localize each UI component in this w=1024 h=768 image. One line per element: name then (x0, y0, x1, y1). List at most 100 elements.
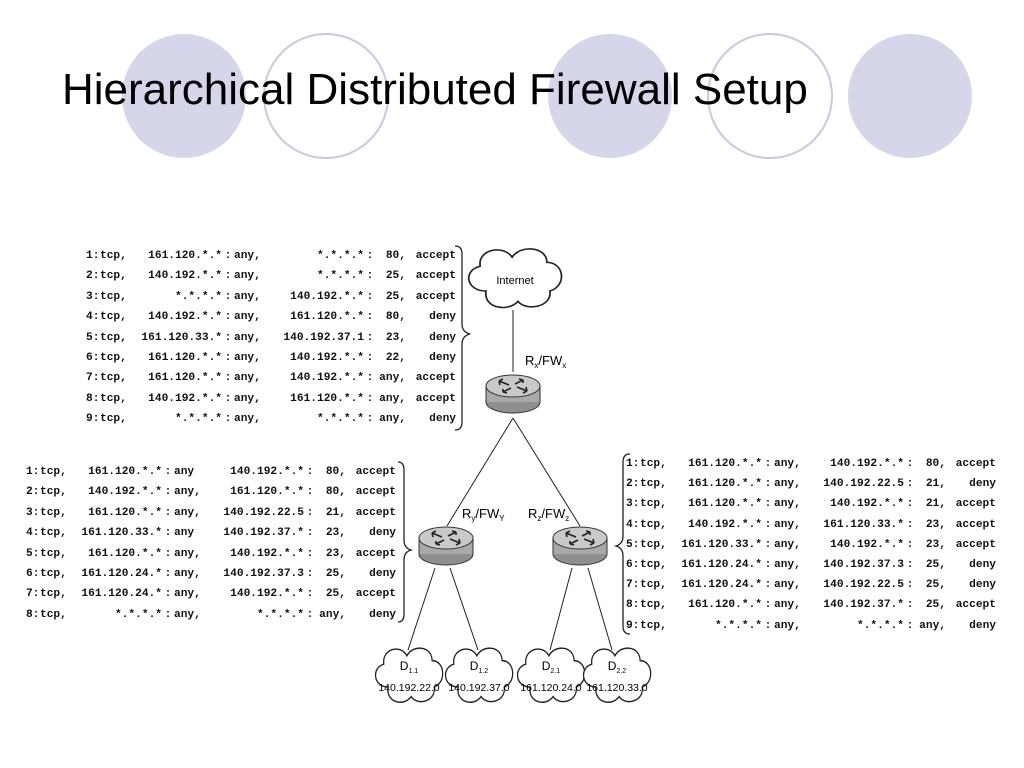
firewall-rule-row: 8:tcp,161.120.*.*:any,140.192.37.*:25,ac… (626, 595, 996, 615)
rule-sport: any, (774, 579, 801, 592)
rule-proto: tcp, (40, 547, 67, 560)
rule-proto: tcp, (100, 392, 127, 405)
rule-proto: tcp, (40, 466, 67, 478)
rule-separator: : (764, 558, 772, 571)
rule-sport: any, (234, 351, 261, 364)
rule-src: 161.120.*.* (88, 506, 162, 519)
firewall-rule-row: 7:tcp,161.120.*.*:any,140.192.*.*:any,ac… (86, 368, 456, 388)
domain-d21-label: D2.1 (542, 659, 561, 675)
rule-num: 5: (626, 538, 640, 551)
rule-sport: any, (174, 547, 201, 560)
rule-sport: any, (174, 506, 201, 519)
rule-sport: any (174, 466, 195, 478)
rule-sport: any, (774, 599, 801, 612)
rule-proto: tcp, (100, 250, 127, 262)
rule-sport: any, (234, 372, 261, 385)
rule-proto: tcp, (100, 311, 127, 324)
rule-sport: any, (774, 538, 801, 551)
rule-dst: 140.192.37.1 (283, 331, 364, 344)
rule-dport: 23, (925, 538, 946, 551)
rule-num: 4: (626, 518, 640, 531)
rule-dport: any, (379, 413, 406, 426)
rule-separator: : (906, 538, 914, 551)
rule-proto: tcp, (100, 270, 127, 283)
rule-sport: any, (774, 458, 801, 470)
rule-action: accept (355, 547, 396, 560)
domain-d11-cloud (374, 647, 444, 703)
domain-d22-cloud (582, 647, 652, 703)
rule-dst: *.*.*.* (317, 250, 364, 262)
rule-src: 161.120.*.* (88, 466, 162, 478)
rule-proto: tcp, (40, 567, 67, 580)
rule-dport: any, (319, 608, 346, 621)
internet-label: Internet (496, 275, 533, 287)
rule-dport: 25, (385, 290, 406, 303)
rule-sport: any, (234, 311, 261, 324)
firewall-rule-row: 2:tcp,161.120.*.*:any,140.192.22.5:21,de… (626, 474, 996, 494)
rule-src: 161.120.24.* (681, 558, 762, 571)
rule-src: 161.120.*.* (148, 351, 222, 364)
rule-separator: : (224, 372, 232, 385)
domain-d11-label: D1.1 (400, 659, 419, 675)
rx-rules-brace (454, 245, 471, 431)
rule-proto: tcp, (640, 518, 667, 531)
rule-separator: : (366, 413, 374, 426)
rule-dport: 25, (925, 599, 946, 612)
router-z-label: Rz/FWz (528, 506, 569, 523)
rule-separator: : (224, 250, 232, 262)
rule-sport: any, (174, 588, 201, 601)
rule-sport: any, (234, 250, 261, 262)
rule-num: 5: (86, 331, 100, 344)
rule-dst: 140.192.22.5 (823, 579, 904, 592)
rule-sport: any, (174, 567, 201, 580)
rule-sport: any, (234, 392, 261, 405)
rule-dst: 140.192.*.* (230, 588, 304, 601)
rule-action: accept (355, 466, 396, 478)
rule-dst: 140.192.*.* (230, 547, 304, 560)
rule-dst: 140.192.*.* (830, 498, 904, 511)
rule-proto: tcp, (40, 588, 67, 601)
firewall-rule-row: 9:tcp,*.*.*.*:any,*.*.*.*:any,deny (86, 409, 456, 429)
rule-action: accept (415, 290, 456, 303)
rule-separator: : (366, 270, 374, 283)
rule-separator: : (224, 351, 232, 364)
rule-num: 3: (86, 290, 100, 303)
rule-dport: 21, (925, 478, 946, 491)
rule-dst: *.*.*.* (257, 608, 304, 621)
rule-proto: tcp, (100, 413, 127, 426)
rule-num: 9: (86, 413, 100, 426)
rule-separator: : (906, 478, 914, 491)
firewall-rule-row: 9:tcp,*.*.*.*:any,*.*.*.*:any,deny (626, 616, 996, 636)
rule-separator: : (366, 392, 374, 405)
firewall-rule-row: 3:tcp,161.120.*.*:any,140.192.*.*:21,acc… (626, 494, 996, 514)
rule-separator: : (224, 290, 232, 303)
rule-sport: any, (774, 558, 801, 571)
rule-action: deny (429, 331, 456, 344)
rule-num: 5: (26, 547, 40, 560)
rule-dport: any, (379, 392, 406, 405)
rule-num: 4: (26, 527, 40, 540)
rule-separator: : (906, 619, 914, 632)
rule-proto: tcp, (40, 486, 67, 499)
rule-proto: tcp, (40, 506, 67, 519)
domain-d21-subnet: 161.120.24.0 (520, 682, 581, 694)
rule-proto: tcp, (640, 599, 667, 612)
rule-dport: 25, (385, 270, 406, 283)
rule-action: deny (429, 351, 456, 364)
rule-separator: : (366, 311, 374, 324)
rule-separator: : (224, 413, 232, 426)
rule-dst: 140.192.*.* (290, 290, 364, 303)
rule-action: deny (369, 527, 396, 540)
rule-separator: : (224, 311, 232, 324)
rule-num: 2: (626, 478, 640, 491)
rule-proto: tcp, (640, 579, 667, 592)
rule-sport: any, (174, 486, 201, 499)
rule-dport: 80, (925, 458, 946, 470)
rule-src: 161.120.*.* (148, 250, 222, 262)
rule-action: accept (955, 599, 996, 612)
rule-separator: : (764, 498, 772, 511)
rule-action: deny (969, 478, 996, 491)
rule-separator: : (764, 478, 772, 491)
